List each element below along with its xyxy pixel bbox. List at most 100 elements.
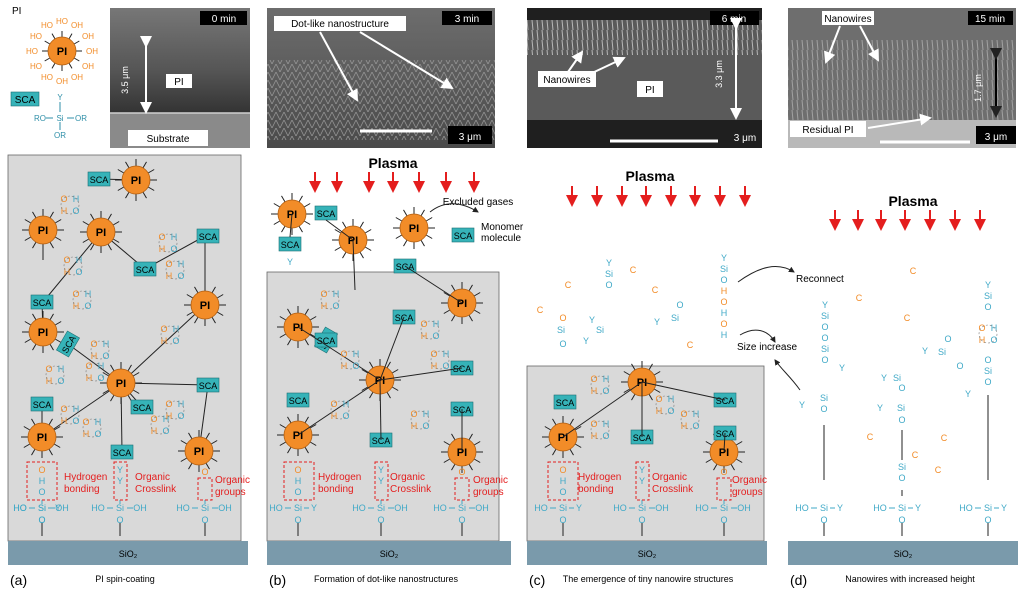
atom-label: O bbox=[720, 515, 727, 525]
atom-label: O bbox=[898, 415, 905, 425]
atom-label: O bbox=[720, 275, 727, 285]
monomer-arrow bbox=[429, 203, 479, 213]
pi-spike bbox=[648, 363, 653, 371]
legend-oh-group: OH bbox=[82, 62, 94, 71]
atom-label: O bbox=[432, 331, 439, 341]
atom-label: Y bbox=[117, 476, 123, 486]
atom-label: H bbox=[411, 421, 418, 431]
pi-spike bbox=[186, 294, 194, 299]
sem-pointer-arrow bbox=[567, 50, 584, 73]
sca-label: SCA bbox=[633, 433, 652, 443]
pi-spike bbox=[210, 457, 218, 462]
pi-spike bbox=[49, 313, 54, 321]
pi-spike bbox=[205, 432, 210, 440]
pi-spike bbox=[730, 463, 735, 471]
sem-pointer-arrow bbox=[859, 25, 879, 62]
atom-label: H bbox=[61, 416, 68, 426]
pi-label: PI bbox=[194, 446, 204, 458]
sca-block: SCA bbox=[278, 236, 302, 252]
atom-label: C bbox=[941, 433, 948, 443]
atom-label: HO bbox=[269, 503, 283, 513]
atom-label: C bbox=[565, 280, 572, 290]
atom-label: O bbox=[294, 515, 301, 525]
pi-spike bbox=[54, 338, 62, 343]
bond-line bbox=[44, 57, 51, 62]
sca-label: SCA bbox=[33, 400, 52, 410]
atom-label: C bbox=[630, 265, 637, 275]
pi-spike bbox=[403, 209, 408, 217]
atom-label: H bbox=[433, 319, 440, 329]
atom-label: Y bbox=[583, 336, 589, 346]
pi-spike bbox=[287, 416, 292, 424]
pi-spike bbox=[287, 446, 292, 454]
atom-label: Si bbox=[984, 291, 992, 301]
atom-label: O bbox=[458, 515, 465, 525]
atom-label: O bbox=[559, 313, 566, 323]
bond-line bbox=[289, 213, 293, 238]
atom-label: Y bbox=[287, 257, 293, 267]
atom-label: O bbox=[377, 515, 384, 525]
atom-label: O bbox=[72, 416, 79, 426]
sca-box bbox=[196, 228, 220, 244]
pi-spike bbox=[54, 236, 62, 241]
pi-spike bbox=[194, 286, 199, 294]
legend-pi-label: PI bbox=[57, 46, 67, 58]
pi-spike bbox=[451, 284, 456, 292]
atom-label: Y bbox=[837, 503, 843, 513]
h-bond-ring bbox=[330, 400, 350, 420]
atom-label: H bbox=[341, 361, 348, 371]
pi-spike bbox=[53, 426, 61, 431]
pi-spike bbox=[273, 220, 281, 225]
pi-spike bbox=[211, 316, 216, 324]
atom-label: O bbox=[422, 421, 429, 431]
atom-label: HO bbox=[795, 503, 809, 513]
pi-spike bbox=[309, 441, 317, 446]
h-bond-ring bbox=[60, 405, 80, 425]
atom-label: HO bbox=[873, 503, 887, 513]
atom-label: C bbox=[904, 313, 911, 323]
sca-label: SCA bbox=[199, 232, 218, 242]
atom-label: HO bbox=[534, 503, 548, 513]
h-bond-ring bbox=[340, 350, 360, 370]
atom-label: Si bbox=[720, 264, 728, 274]
pi-ball bbox=[121, 165, 151, 195]
atom-label: Si bbox=[720, 503, 728, 513]
panel-d-letter: (d) bbox=[790, 572, 807, 588]
sem-label-box bbox=[128, 130, 208, 146]
pi-spike bbox=[420, 239, 425, 247]
atom-label: Y bbox=[922, 346, 928, 356]
h-bond-ring bbox=[410, 410, 430, 430]
atom-label: H bbox=[693, 409, 700, 419]
atom-label: H bbox=[178, 259, 185, 269]
sca-block: SCA bbox=[30, 294, 54, 310]
bond-line bbox=[641, 381, 726, 401]
pi-spike bbox=[420, 209, 425, 217]
atom-label: Si bbox=[557, 325, 565, 335]
atom-label: H bbox=[721, 308, 728, 318]
sca-block: SCA bbox=[133, 261, 157, 277]
pi-spike bbox=[369, 391, 374, 399]
sca-label: SCA bbox=[133, 403, 152, 413]
pi-spike bbox=[53, 443, 61, 448]
atom-label: Y bbox=[985, 280, 991, 290]
atom-label: Y bbox=[55, 503, 61, 513]
sca-box bbox=[451, 227, 475, 243]
pi-spike bbox=[361, 386, 369, 391]
pi-ball bbox=[28, 215, 58, 245]
atom-label: Si bbox=[671, 313, 679, 323]
atom-label: O bbox=[150, 414, 157, 424]
pi-spike bbox=[287, 338, 292, 346]
bond-line bbox=[44, 40, 51, 45]
atom-label: H bbox=[591, 431, 598, 441]
pi-spike bbox=[304, 446, 309, 454]
pi-spike bbox=[443, 441, 451, 446]
atom-label: O bbox=[84, 301, 91, 311]
sca-label: SCA bbox=[90, 175, 109, 185]
atom-label: Si bbox=[897, 403, 905, 413]
atom-label: O bbox=[116, 515, 123, 525]
atom-label: O bbox=[332, 301, 339, 311]
atom-label: O bbox=[420, 319, 427, 329]
atom-label: O bbox=[45, 364, 52, 374]
